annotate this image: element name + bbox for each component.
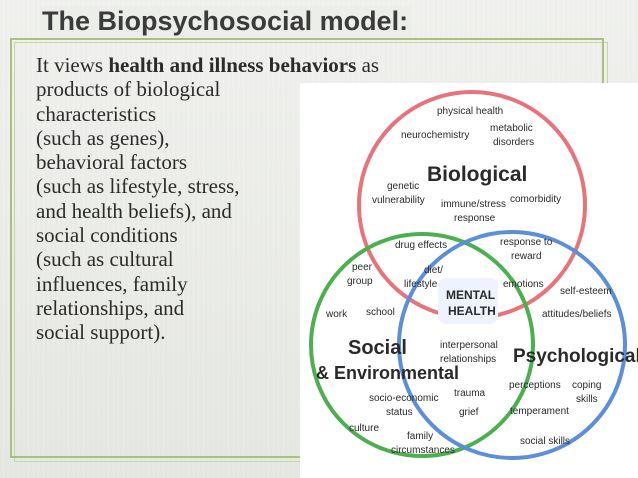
label-temperament: temperament	[510, 406, 569, 417]
label-attitudes-beliefs: attitudes/beliefs	[542, 309, 612, 320]
label-perceptions: perceptions	[509, 380, 561, 391]
label-work: work	[325, 309, 348, 320]
label-social-skills: social skills	[520, 436, 570, 447]
label-lifestyle: lifestyle	[404, 279, 438, 290]
body-line: behavioral factors	[36, 150, 188, 175]
label-vulnerability: vulnerability	[372, 195, 425, 206]
social-heading-line2: & Environmental	[316, 363, 459, 383]
label-status: status	[386, 407, 413, 418]
body-line: (such as genes),	[36, 125, 170, 150]
center-heading-line2: HEALTH	[448, 304, 496, 318]
slide-title: The Biopsychosocial model:	[40, 6, 411, 37]
label-circumstances: circumstances	[391, 445, 455, 456]
label-coping: coping	[572, 380, 601, 391]
label-skills: skills	[576, 394, 598, 405]
label-comorbidity: comorbidity	[510, 194, 561, 205]
body-lead-end: as	[356, 53, 380, 77]
social-circle	[309, 232, 535, 458]
label-physical-health: physical health	[437, 106, 503, 117]
label-group: group	[347, 276, 373, 287]
label-relationships: relationships	[440, 354, 496, 365]
venn-diagram-svg: Biological Social & Environmental Psycho…	[309, 90, 638, 460]
center-heading: MENTAL	[446, 288, 495, 302]
label-school: school	[366, 307, 395, 318]
body-line: influences, family	[36, 271, 188, 296]
body-line: social conditions	[36, 223, 178, 248]
label-culture: culture	[349, 423, 379, 434]
body-line: relationships, and	[36, 295, 185, 320]
label-drug-effects: drug effects	[395, 240, 447, 251]
slide-body-text: It views health and illness behaviors as…	[36, 53, 506, 345]
label-self-esteem: self-esteem	[560, 286, 612, 297]
label-response-to: response to	[500, 237, 553, 248]
psychological-circle	[397, 230, 627, 460]
label-diet: diet/	[424, 265, 443, 276]
center-highlight	[438, 278, 498, 324]
body-lead: It views	[36, 53, 109, 77]
label-neurochemistry: neurochemistry	[401, 130, 469, 141]
label-emotions: emotions	[503, 279, 544, 290]
label-reward: reward	[511, 251, 542, 262]
label-interpersonal: interpersonal	[440, 340, 498, 351]
label-grief: grief	[459, 407, 479, 418]
social-heading: Social	[348, 337, 407, 359]
body-line-1: It views health and illness behaviors as	[36, 53, 506, 77]
body-line: (such as lifestyle, stress,	[36, 174, 240, 199]
body-line: products of biological	[36, 77, 221, 102]
label-peer: peer	[352, 262, 373, 273]
label-immune-stress: immune/stress	[441, 199, 506, 210]
biological-heading: Biological	[427, 163, 527, 186]
body-line: and health beliefs), and	[36, 198, 232, 223]
label-genetic: genetic	[387, 181, 419, 192]
psychological-heading: Psychological	[513, 346, 638, 367]
label-family: family	[407, 431, 433, 442]
body-line: (such as cultural	[36, 247, 174, 272]
label-response: response	[454, 213, 496, 224]
body-bold-phrase: health and illness behaviors	[108, 53, 357, 77]
label-disorders: disorders	[493, 137, 534, 148]
label-metabolic: metabolic	[490, 123, 533, 134]
body-line: characteristics	[36, 101, 157, 126]
label-trauma: trauma	[454, 388, 486, 399]
venn-diagram: Biological Social & Environmental Psycho…	[300, 83, 638, 478]
label-socio-economic: socio-economic	[369, 393, 438, 404]
body-line: social support).	[36, 320, 166, 345]
